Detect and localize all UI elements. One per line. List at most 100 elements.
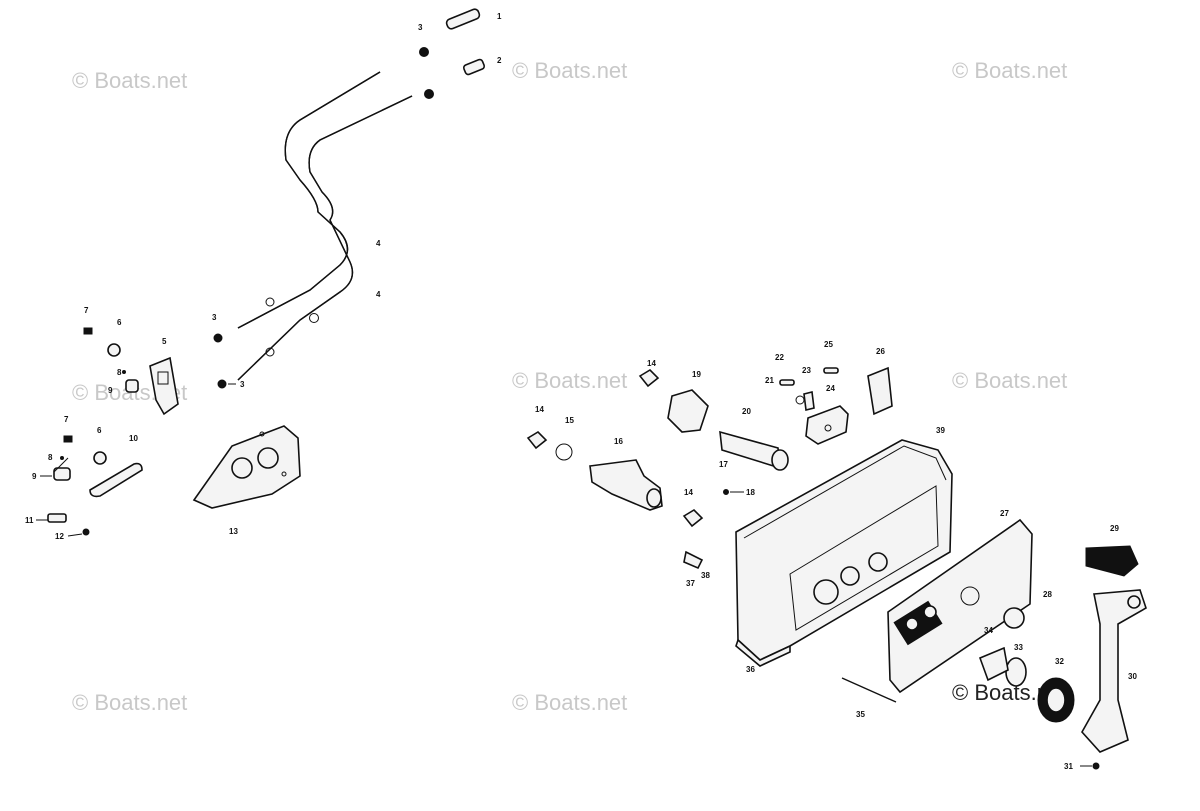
part-13-plate bbox=[192, 425, 301, 509]
part-30-handle bbox=[1081, 589, 1147, 753]
part-23-spring bbox=[803, 391, 815, 411]
callout-6: 6 bbox=[97, 426, 102, 435]
callouts: 1 2 3 3 3 4 4 5 6 6 7 7 8 8 9 9 10 11 12… bbox=[25, 12, 1137, 771]
callout-33: 33 bbox=[1014, 643, 1023, 652]
callout-20: 20 bbox=[742, 407, 751, 416]
callout-8: 8 bbox=[117, 368, 122, 377]
part-33-knob bbox=[1005, 657, 1027, 687]
callout-23: 23 bbox=[802, 366, 811, 375]
part-8-washer bbox=[122, 370, 126, 374]
part-3-nut bbox=[213, 333, 223, 343]
callout-12: 12 bbox=[55, 532, 64, 541]
callout-26: 26 bbox=[876, 347, 885, 356]
callout-18: 18 bbox=[746, 488, 755, 497]
part-8-washer bbox=[60, 456, 64, 460]
watermark: © Boats.net bbox=[72, 68, 187, 93]
callout-1: 1 bbox=[497, 12, 502, 21]
part-15-ring bbox=[555, 443, 573, 461]
part-36-box-base bbox=[735, 638, 791, 667]
callout-25: 25 bbox=[824, 340, 833, 349]
callout-14: 14 bbox=[684, 488, 693, 497]
callout-30: 30 bbox=[1128, 672, 1137, 681]
part-16-shaft bbox=[589, 459, 663, 511]
callout-13: 13 bbox=[229, 527, 238, 536]
callout-14: 14 bbox=[647, 359, 656, 368]
watermark: © Boats.net bbox=[72, 690, 187, 715]
callout-9: 9 bbox=[32, 472, 37, 481]
part-29-grip bbox=[1085, 545, 1139, 577]
callout-38: 38 bbox=[701, 571, 710, 580]
part-17-ball bbox=[723, 489, 729, 495]
callout-28: 28 bbox=[1043, 590, 1052, 599]
part-3-nut bbox=[419, 47, 429, 57]
part-27-faceplate bbox=[887, 518, 1033, 694]
callout-17: 17 bbox=[719, 460, 728, 469]
callout-35: 35 bbox=[856, 710, 865, 719]
part-11-bolt bbox=[47, 513, 67, 523]
callout-31: 31 bbox=[1064, 762, 1073, 771]
watermark: © Boats.net bbox=[952, 368, 1067, 393]
part-3-nut bbox=[424, 89, 434, 99]
part-5-bracket bbox=[149, 356, 179, 416]
callout-7: 7 bbox=[64, 415, 69, 424]
callout-27: 27 bbox=[1000, 509, 1009, 518]
watermark: © Boats.net bbox=[512, 58, 627, 83]
part-22-washer bbox=[795, 395, 805, 405]
part-26-plate bbox=[867, 366, 893, 416]
part-3-nut bbox=[217, 379, 227, 389]
part-37-spring bbox=[683, 550, 704, 570]
callout-5: 5 bbox=[162, 337, 167, 346]
callout-14: 14 bbox=[535, 405, 544, 414]
part-28-cap bbox=[1003, 607, 1025, 629]
part-35-rod bbox=[841, 677, 897, 703]
callout-2: 2 bbox=[497, 56, 502, 65]
part-7-screw bbox=[63, 327, 93, 443]
callout-10: 10 bbox=[129, 434, 138, 443]
part-21-screw bbox=[779, 379, 795, 386]
callout-3: 3 bbox=[212, 313, 217, 322]
leader-lines bbox=[36, 383, 1092, 767]
part-9-bolt bbox=[53, 379, 139, 481]
callout-19: 19 bbox=[692, 370, 701, 379]
part-6-washer bbox=[107, 343, 121, 357]
part-25-screw bbox=[823, 367, 839, 374]
callout-16: 16 bbox=[614, 437, 623, 446]
callout-9: 9 bbox=[108, 386, 113, 395]
part-12-nut bbox=[82, 528, 90, 536]
part-2-pin bbox=[462, 58, 486, 76]
callout-24: 24 bbox=[826, 384, 835, 393]
watermark: © Boats.net bbox=[512, 690, 627, 715]
part-4-cable-upper bbox=[237, 71, 381, 329]
callout-6: 6 bbox=[117, 318, 122, 327]
callout-4: 4 bbox=[376, 290, 381, 299]
watermark: © Boats.net bbox=[952, 58, 1067, 83]
callout-36: 36 bbox=[746, 665, 755, 674]
callout-21: 21 bbox=[765, 376, 774, 385]
callout-4: 4 bbox=[376, 239, 381, 248]
callout-15: 15 bbox=[565, 416, 574, 425]
callout-8: 8 bbox=[48, 453, 53, 462]
callout-22: 22 bbox=[775, 353, 784, 362]
part-6-washer bbox=[93, 451, 107, 465]
part-31-screw bbox=[1092, 762, 1100, 770]
part-32-knob bbox=[1037, 677, 1075, 723]
part-4-cable-lower bbox=[237, 95, 413, 381]
callout-32: 32 bbox=[1055, 657, 1064, 666]
callout-39: 39 bbox=[936, 426, 945, 435]
callout-7: 7 bbox=[84, 306, 89, 315]
watermark: © Boats.net bbox=[512, 368, 627, 393]
callout-37: 37 bbox=[686, 579, 695, 588]
part-14-clip bbox=[526, 368, 704, 528]
part-10-lever bbox=[89, 462, 143, 498]
callout-11: 11 bbox=[25, 516, 34, 525]
callout-34: 34 bbox=[984, 626, 993, 635]
part-1-pin bbox=[445, 8, 481, 30]
callout-3: 3 bbox=[240, 380, 245, 389]
part-34-segment bbox=[978, 646, 1009, 682]
callout-29: 29 bbox=[1110, 524, 1119, 533]
part-19-sleeve bbox=[667, 389, 709, 433]
callout-3: 3 bbox=[418, 23, 423, 32]
part-24-bracket bbox=[805, 405, 849, 445]
